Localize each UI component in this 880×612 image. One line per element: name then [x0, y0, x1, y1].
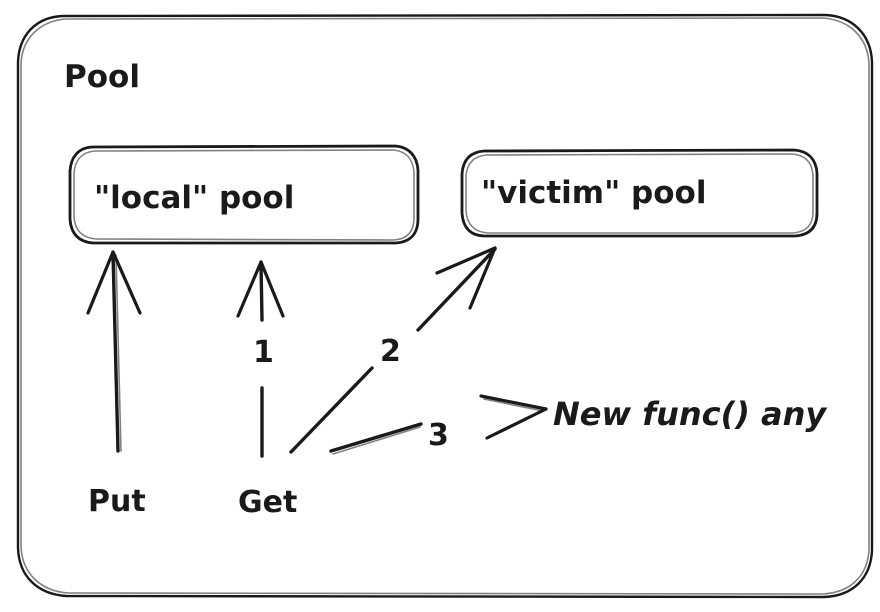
put-arrow — [86, 250, 142, 453]
step-3-label: 3 — [428, 418, 449, 453]
victim-pool-label: "victim" pool — [481, 175, 706, 211]
step3-arrow — [329, 394, 548, 455]
pool-title: Pool — [64, 59, 140, 95]
get-arrow-upper — [236, 260, 285, 322]
victim-pool-box[interactable] — [460, 148, 819, 238]
step2-arrow — [289, 246, 497, 454]
outer-pool-container — [16, 13, 874, 599]
put-label: Put — [88, 484, 146, 519]
local-pool-box[interactable] — [68, 144, 420, 245]
get-label: Get — [238, 485, 297, 520]
step-1-label: 1 — [253, 335, 274, 370]
new-func-annotation: New func() any — [553, 395, 827, 433]
local-pool-label: "local" pool — [94, 180, 294, 216]
step-2-label: 2 — [380, 334, 401, 369]
